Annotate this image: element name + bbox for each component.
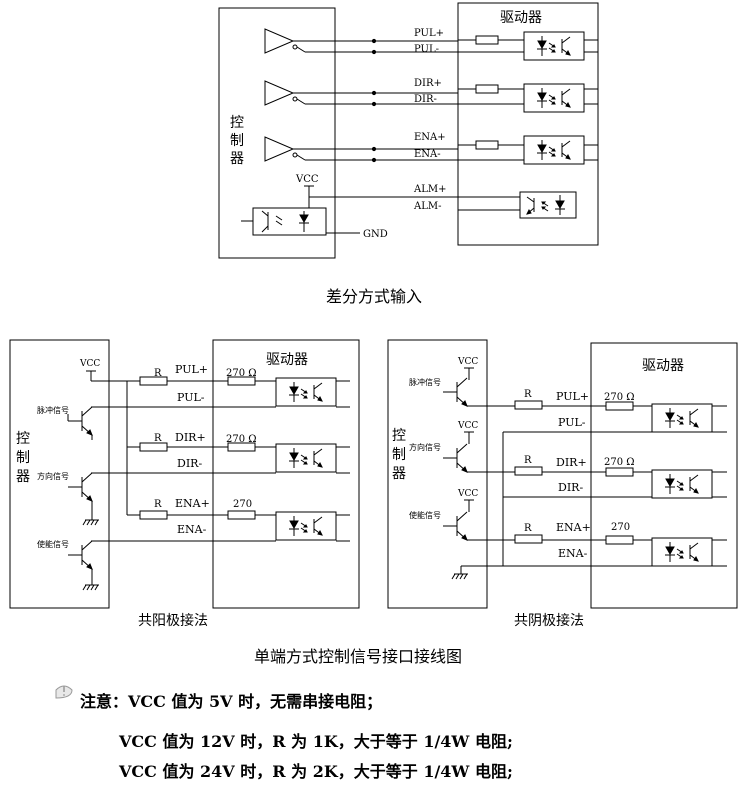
info-icon <box>55 685 73 699</box>
resistor-label-1: R <box>524 389 532 400</box>
controller-opto <box>252 207 327 236</box>
label-dir-minus: DIR- <box>414 94 437 105</box>
label-dir-minus: DIR- <box>558 481 583 494</box>
controller-label-2: 制 <box>230 133 244 149</box>
driver-box <box>457 2 599 246</box>
input-direction: 方向信号 <box>409 442 441 452</box>
res-270-2: 270 Ω <box>226 434 257 445</box>
label-pul-minus: PUL- <box>177 391 205 404</box>
controller-label-3: 器 <box>392 466 406 482</box>
res-270-3: 270 <box>611 522 630 533</box>
note-line-3: VCC 值为 24V 时，R 为 2K，大于等于 1/4W 电阻; <box>119 762 513 781</box>
label-pul-plus: PUL+ <box>414 28 444 39</box>
controller-label-1: 控 <box>230 115 244 131</box>
res-270-1: 270 Ω <box>604 392 635 403</box>
diff-channel-pul: PUL+ PUL- <box>264 28 598 61</box>
vcc-label-3: VCC <box>457 489 478 499</box>
controller-box <box>218 7 336 259</box>
vcc-label: VCC <box>79 359 100 369</box>
controller-label-3: 器 <box>16 469 30 485</box>
common-cathode-diagram: 控 制 器 驱动器 VCC 脉冲信号 VCC 方向信号 VCC 使能信号 R R… <box>387 339 738 609</box>
resistor-label-2: R <box>524 455 532 466</box>
note-line-2: VCC 值为 12V 时，R 为 1K，大于等于 1/4W 电阻; <box>119 732 513 751</box>
driver-label: 驱动器 <box>500 10 542 26</box>
label-ena-minus: ENA- <box>558 547 588 560</box>
controller-label-2: 制 <box>392 447 406 463</box>
label-ena-plus: ENA+ <box>556 521 591 534</box>
resistor-label-2: R <box>154 433 162 444</box>
vcc-label: VCC <box>295 174 319 185</box>
caption-common-anode: 共阳极接法 <box>138 613 208 629</box>
input-pulse: 脉冲信号 <box>37 405 69 415</box>
resistor-label-3: R <box>524 523 532 534</box>
label-ena-plus: ENA+ <box>414 132 446 143</box>
label-ena-minus: ENA- <box>414 149 441 160</box>
controller-label-2: 制 <box>16 450 30 466</box>
label-dir-minus: DIR- <box>177 457 202 470</box>
label-alm-plus: ALM+ <box>413 184 446 195</box>
diff-channel-ena: ENA+ ENA- <box>264 132 598 165</box>
input-enable: 使能信号 <box>37 539 69 549</box>
label-dir-plus: DIR+ <box>175 431 206 444</box>
driver-box <box>590 342 738 609</box>
res-270-3: 270 <box>233 499 252 510</box>
driver-box <box>212 339 360 609</box>
diff-channel-dir: DIR+ DIR- <box>264 78 598 113</box>
label-dir-plus: DIR+ <box>414 78 442 89</box>
label-dir-plus: DIR+ <box>556 456 587 469</box>
driver-label: 驱动器 <box>266 352 308 368</box>
controller-label-1: 控 <box>392 428 406 444</box>
gnd-label: GND <box>363 229 388 240</box>
controller-label-3: 器 <box>230 151 244 167</box>
caption-common-cathode: 共阴极接法 <box>514 613 584 629</box>
input-direction: 方向信号 <box>37 471 69 481</box>
label-ena-minus: ENA- <box>177 523 207 536</box>
common-anode-diagram: 控 制 器 驱动器 VCC R R R PUL+ PUL- DIR+ DIR- … <box>9 339 360 609</box>
driver-label: 驱动器 <box>642 358 684 374</box>
alarm-channel: VCC ALM+ ALM- GND <box>241 174 577 240</box>
res-270-2: 270 Ω <box>604 457 635 468</box>
input-enable: 使能信号 <box>409 510 441 520</box>
caption-single-ended: 单端方式控制信号接口接线图 <box>254 647 463 666</box>
resistor-label-1: R <box>154 368 162 379</box>
vcc-label-2: VCC <box>457 421 478 431</box>
label-pul-minus: PUL- <box>414 44 439 55</box>
controller-box <box>9 339 110 609</box>
resistor-label-3: R <box>154 499 162 510</box>
note-line-1: 注意：VCC 值为 5V 时，无需串接电阻； <box>80 692 383 711</box>
label-pul-plus: PUL+ <box>556 390 589 403</box>
differential-diagram: 控 制 器 驱动器 PUL+ PUL- <box>218 2 599 259</box>
label-pul-minus: PUL- <box>558 416 586 429</box>
label-alm-minus: ALM- <box>413 201 441 212</box>
vcc-label-1: VCC <box>457 357 478 367</box>
caption-differential: 差分方式输入 <box>326 287 423 306</box>
res-270-1: 270 Ω <box>226 368 257 379</box>
controller-label-1: 控 <box>16 431 30 447</box>
input-pulse: 脉冲信号 <box>409 377 441 387</box>
label-pul-plus: PUL+ <box>175 363 208 376</box>
label-ena-plus: ENA+ <box>175 497 210 510</box>
controller-box <box>387 339 488 609</box>
